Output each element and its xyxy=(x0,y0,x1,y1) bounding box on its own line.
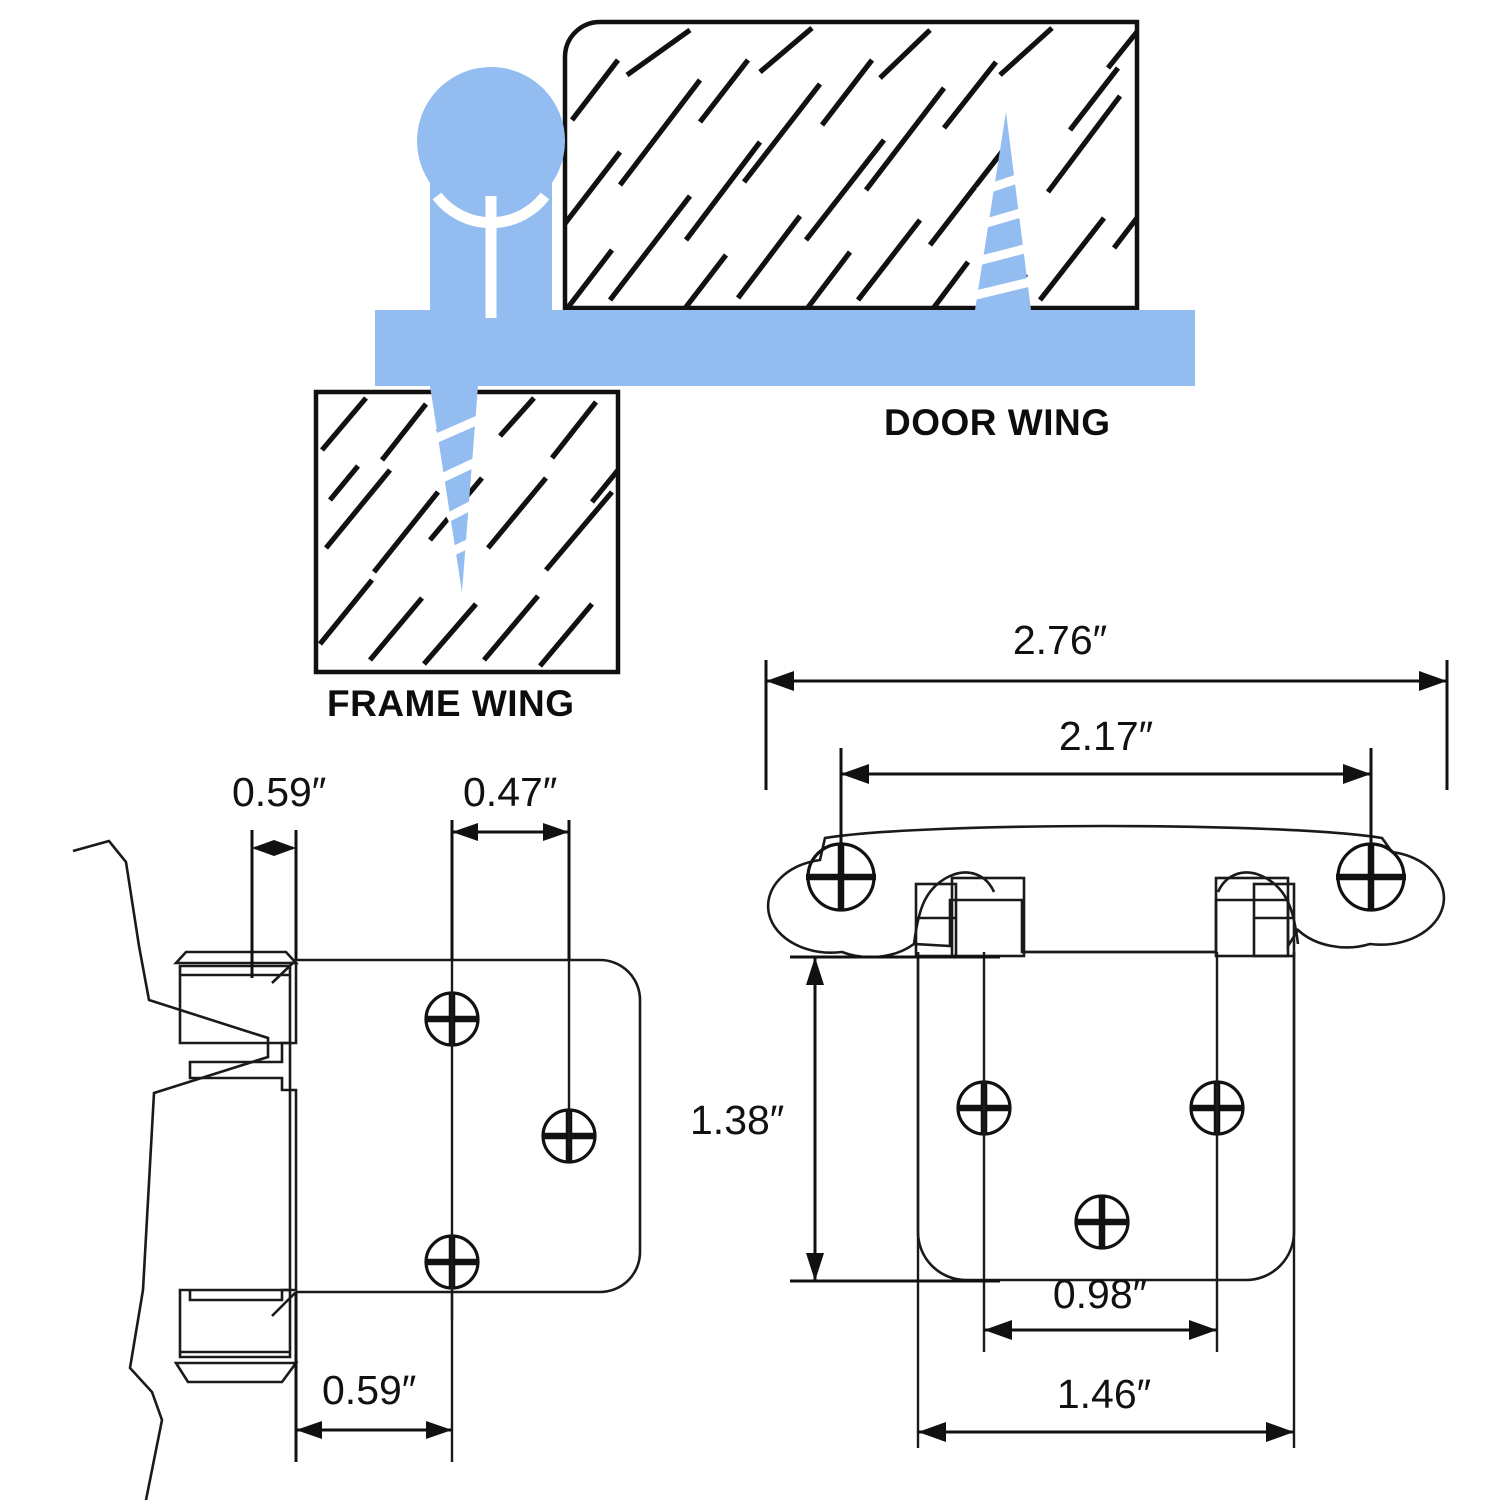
ear-screw-holes xyxy=(806,842,1406,912)
dim-plate-height: 1.38″ xyxy=(690,955,1000,1283)
lower-knuckle xyxy=(173,1288,299,1384)
door-wood-block xyxy=(562,19,1140,311)
dim-hole-spacing: 0.98″ xyxy=(984,1271,1217,1340)
dim-side-offset-bottom: 0.59″ xyxy=(294,1292,452,1462)
screw-head-assembly xyxy=(417,67,565,320)
dim-label-0-59-top: 0.59″ xyxy=(232,769,326,815)
dim-inner-width: 2.17″ xyxy=(839,713,1373,870)
door-wing-label: DOOR WING xyxy=(884,402,1110,443)
screw-thread-in-frame xyxy=(430,386,480,592)
hinge-blue-bar xyxy=(375,310,1195,386)
plate-screw-holes xyxy=(956,1080,1245,1250)
dim-label-0-47: 0.47″ xyxy=(463,769,557,815)
dim-side-offset-top: 0.59″ xyxy=(232,769,326,978)
dim-plate-width: 1.46″ xyxy=(918,1371,1294,1442)
dim-side-hole-spacing: 0.47″ xyxy=(450,769,571,960)
section-view-group: DOOR WING FRAME WING xyxy=(313,19,1195,724)
dim-label-0-98: 0.98″ xyxy=(1053,1271,1147,1317)
front-plan-view: 2.76″ 2.17″ 1.38″ xyxy=(690,617,1449,1448)
frame-wood-block xyxy=(313,386,621,675)
dim-label-1-38: 1.38″ xyxy=(690,1097,784,1143)
screw-hole xyxy=(1074,1194,1130,1250)
hinge-upper-leaf xyxy=(766,824,1446,959)
dim-label-0-59-bottom: 0.59″ xyxy=(322,1367,416,1413)
dim-label-2-76: 2.76″ xyxy=(1013,617,1107,663)
dim-label-1-46: 1.46″ xyxy=(1057,1371,1151,1417)
frame-wing-label: FRAME WING xyxy=(327,683,575,724)
dim-label-2-17: 2.17″ xyxy=(1059,713,1153,759)
side-profile-view: 0.59″ 0.47″ 0.59″ xyxy=(72,769,642,1500)
upper-knuckle xyxy=(173,950,299,1045)
screw-thread-in-door xyxy=(970,112,1032,310)
dim-overall-width: 2.76″ xyxy=(764,617,1449,790)
door-block-hatching xyxy=(565,26,1137,308)
